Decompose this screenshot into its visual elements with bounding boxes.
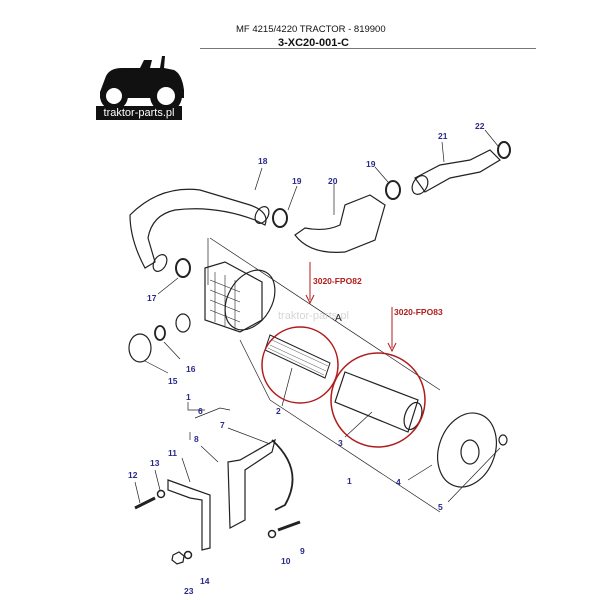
- callout-23[interactable]: 23: [184, 586, 194, 596]
- callout-9[interactable]: 9: [300, 546, 305, 556]
- callout-10[interactable]: 10: [281, 556, 291, 566]
- logo-text: traktor-parts.pl: [96, 106, 182, 120]
- callout-19[interactable]: 19: [292, 176, 302, 186]
- callout-16[interactable]: 16: [186, 364, 196, 374]
- callout-13[interactable]: 13: [150, 458, 160, 468]
- callout-11[interactable]: 11: [168, 448, 177, 458]
- clamp-19b: [385, 180, 401, 200]
- end-cover-4: [437, 412, 497, 488]
- callout-8[interactable]: 8: [194, 434, 199, 444]
- strap-7: [271, 439, 294, 511]
- reference-3020-fpo82[interactable]: 3020-FPO82: [313, 276, 362, 286]
- hose-21: [414, 149, 501, 193]
- elbow-20: [294, 194, 386, 253]
- outer-element-3: [334, 371, 419, 433]
- seal-16: [154, 325, 166, 341]
- callout-21[interactable]: 21: [438, 131, 448, 141]
- filter-housing: [224, 269, 276, 331]
- callout-7[interactable]: 7: [220, 420, 225, 430]
- callout-6[interactable]: 6: [198, 406, 203, 416]
- callout-5[interactable]: 5: [438, 502, 443, 512]
- washer-13: [156, 489, 166, 499]
- nut-23: [171, 551, 185, 565]
- callout-4[interactable]: 4: [396, 477, 401, 487]
- callout-22[interactable]: 22: [475, 121, 485, 131]
- header-title: MF 4215/4220 TRACTOR - 819900: [236, 24, 386, 35]
- callout-17[interactable]: 17: [147, 293, 157, 303]
- header-rule: [200, 48, 536, 49]
- callout-3[interactable]: 3: [338, 438, 343, 448]
- bracket-8: [227, 438, 276, 529]
- clamp-19a: [272, 208, 288, 228]
- tractor-icon: [100, 56, 184, 112]
- callout-20[interactable]: 20: [328, 176, 338, 186]
- highlight-circle-2: [261, 326, 339, 404]
- callout-15[interactable]: 15: [168, 376, 178, 386]
- callout-19-b[interactable]: 19: [366, 159, 376, 169]
- washer-10: [267, 529, 277, 539]
- highlight-circle-3: [330, 352, 426, 448]
- valve-5: [498, 434, 508, 446]
- callout-1[interactable]: 1: [186, 392, 191, 402]
- callout-1-b[interactable]: 1: [347, 476, 352, 486]
- clamp-17: [175, 258, 191, 278]
- watermark: traktor-parts.pl: [278, 310, 349, 322]
- cap-15: [128, 333, 152, 363]
- clamp-22: [497, 141, 511, 159]
- callout-18[interactable]: 18: [258, 156, 268, 166]
- bolt-12: [134, 496, 156, 510]
- bolt-9: [277, 520, 301, 532]
- callout-2[interactable]: 2: [276, 406, 281, 416]
- reference-3020-fpo83[interactable]: 3020-FPO83: [394, 307, 443, 317]
- section-label-a: A: [335, 313, 342, 324]
- callout-14[interactable]: 14: [200, 576, 210, 586]
- bracket-11: [167, 479, 211, 551]
- washer-14: [183, 550, 193, 560]
- header-code: 3-XC20-001-C: [278, 37, 349, 49]
- inner-element-2: [264, 334, 331, 379]
- callout-12[interactable]: 12: [128, 470, 138, 480]
- hose-18: [129, 188, 267, 269]
